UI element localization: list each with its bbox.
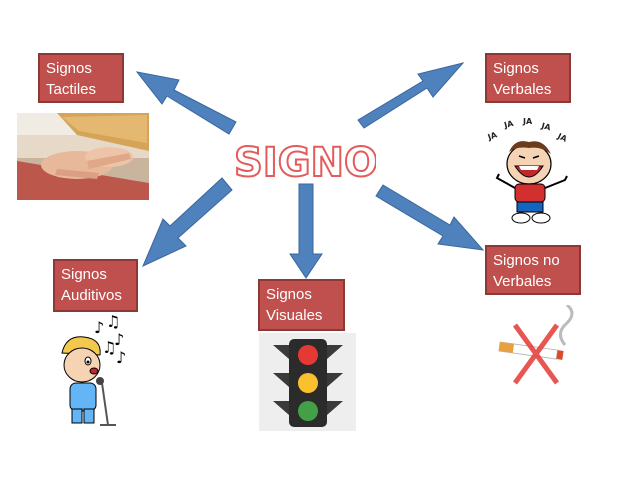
arrow-to-visuales [289,183,323,279]
svg-text:JA: JA [540,121,553,133]
traffic-light-icon [259,333,356,431]
svg-text:♪: ♪ [114,330,124,349]
svg-text:♫: ♫ [102,338,116,357]
center-title: SIGNO [236,140,376,182]
box-signos-visuales: Signos Visuales [258,279,345,331]
laughing-boy-icon: JA JA JA JA JA [486,117,569,224]
svg-text:JA: JA [522,117,533,126]
box-visuales-line1: Signos [266,286,312,303]
box-signos-tactiles: Signos Tactiles [38,53,124,103]
box-no-verbales-line1: Signos no [493,252,560,269]
arrow-to-tactiles [135,71,237,135]
svg-text:JA: JA [555,131,569,144]
svg-text:♪: ♪ [116,348,126,367]
box-signos-auditivos: Signos Auditivos [53,259,138,312]
singing-boy-icon: ♪ ♫ ♪ ♫ ♪ [61,313,126,426]
svg-text:♫: ♫ [106,313,120,331]
arrow-to-no-verbales [375,184,485,251]
box-tactiles-line2: Tactiles [46,81,97,98]
center-title-text: SIGNO [236,140,376,182]
box-tactiles-line1: Signos [46,60,92,77]
box-signos-verbales: Signos Verbales [485,53,571,103]
box-auditivos-line1: Signos [61,266,107,283]
box-verbales-line1: Signos [493,60,539,77]
svg-text:JA: JA [486,130,499,142]
hands-on-keyboard-image [17,113,149,200]
box-signos-no-verbales: Signos no Verbales [485,245,581,295]
box-visuales-line2: Visuales [266,307,323,324]
box-verbales-line2: Verbales [493,81,552,98]
arrow-to-verbales [357,62,465,129]
box-auditivos-line2: Auditivos [61,287,122,304]
arrow-to-auditivos [142,177,233,268]
svg-text:♪: ♪ [94,318,104,337]
svg-text:JA: JA [502,119,515,131]
no-smoking-icon [498,305,574,385]
box-no-verbales-line2: Verbales [493,273,552,290]
